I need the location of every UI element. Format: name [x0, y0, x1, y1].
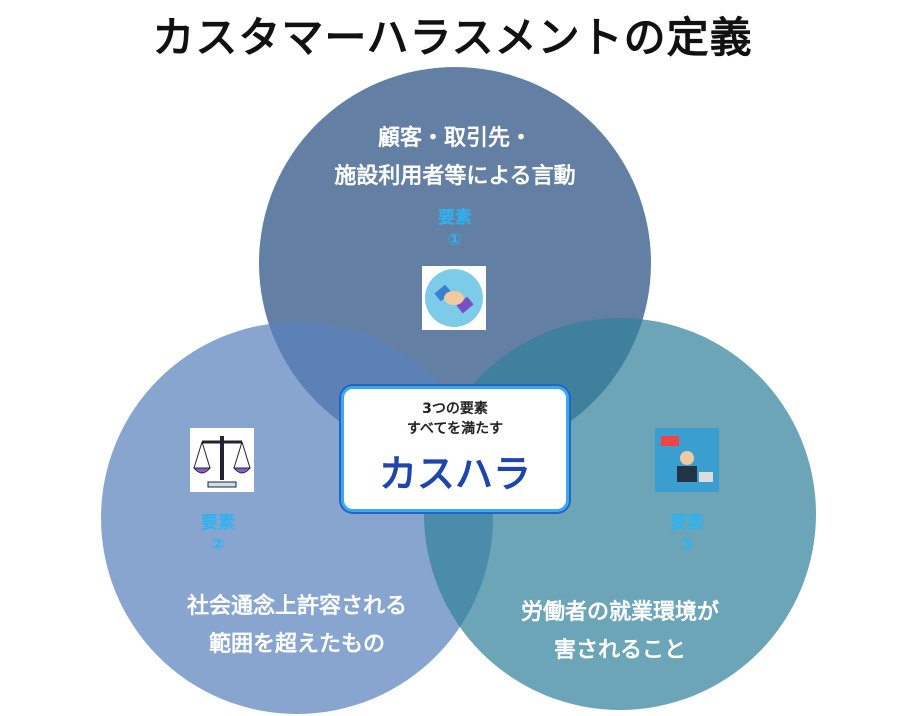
- office-worker-icon: [655, 428, 719, 492]
- element-2-label: 要素 ②: [188, 512, 248, 556]
- element-2-number: ②: [210, 535, 226, 555]
- center-main-text: カスハラ: [378, 452, 531, 496]
- element-3-label: 要素 ③: [657, 512, 717, 556]
- element-2-label-text: 要素: [201, 513, 235, 533]
- element-3-line1: 労働者の就業環境が: [520, 600, 719, 625]
- element-3-circle: [424, 318, 816, 710]
- element-3-label-text: 要素: [670, 513, 704, 533]
- element-2-line2: 範囲を超えたもの: [208, 632, 385, 657]
- element-1-number: ①: [447, 230, 463, 250]
- center-box: 3つの要素 すべてを満たす カスハラ: [341, 386, 569, 512]
- element-3-line2: 害されること: [553, 638, 686, 663]
- scales-icon: [190, 428, 254, 492]
- element-1-line2: 施設利用者等による言動: [334, 164, 576, 189]
- center-line2: すべてを満たす: [406, 421, 504, 437]
- element-1-line1: 顧客・取引先・: [377, 126, 532, 151]
- element-3-number: ③: [679, 535, 695, 555]
- element-1-text: 顧客・取引先・ 施設利用者等による言動: [259, 120, 651, 196]
- element-1-label: 要素 ①: [425, 207, 485, 251]
- element-2-text: 社会通念上許容される 範囲を超えたもの: [101, 588, 493, 664]
- element-2-line1: 社会通念上許容される: [186, 594, 407, 619]
- page-title: カスタマーハラスメントの定義: [152, 13, 753, 62]
- element-1-label-text: 要素: [438, 208, 472, 228]
- handshake-icon: [422, 266, 486, 330]
- element-3-text: 労働者の就業環境が 害されること: [424, 594, 816, 670]
- center-line1: 3つの要素: [422, 401, 488, 417]
